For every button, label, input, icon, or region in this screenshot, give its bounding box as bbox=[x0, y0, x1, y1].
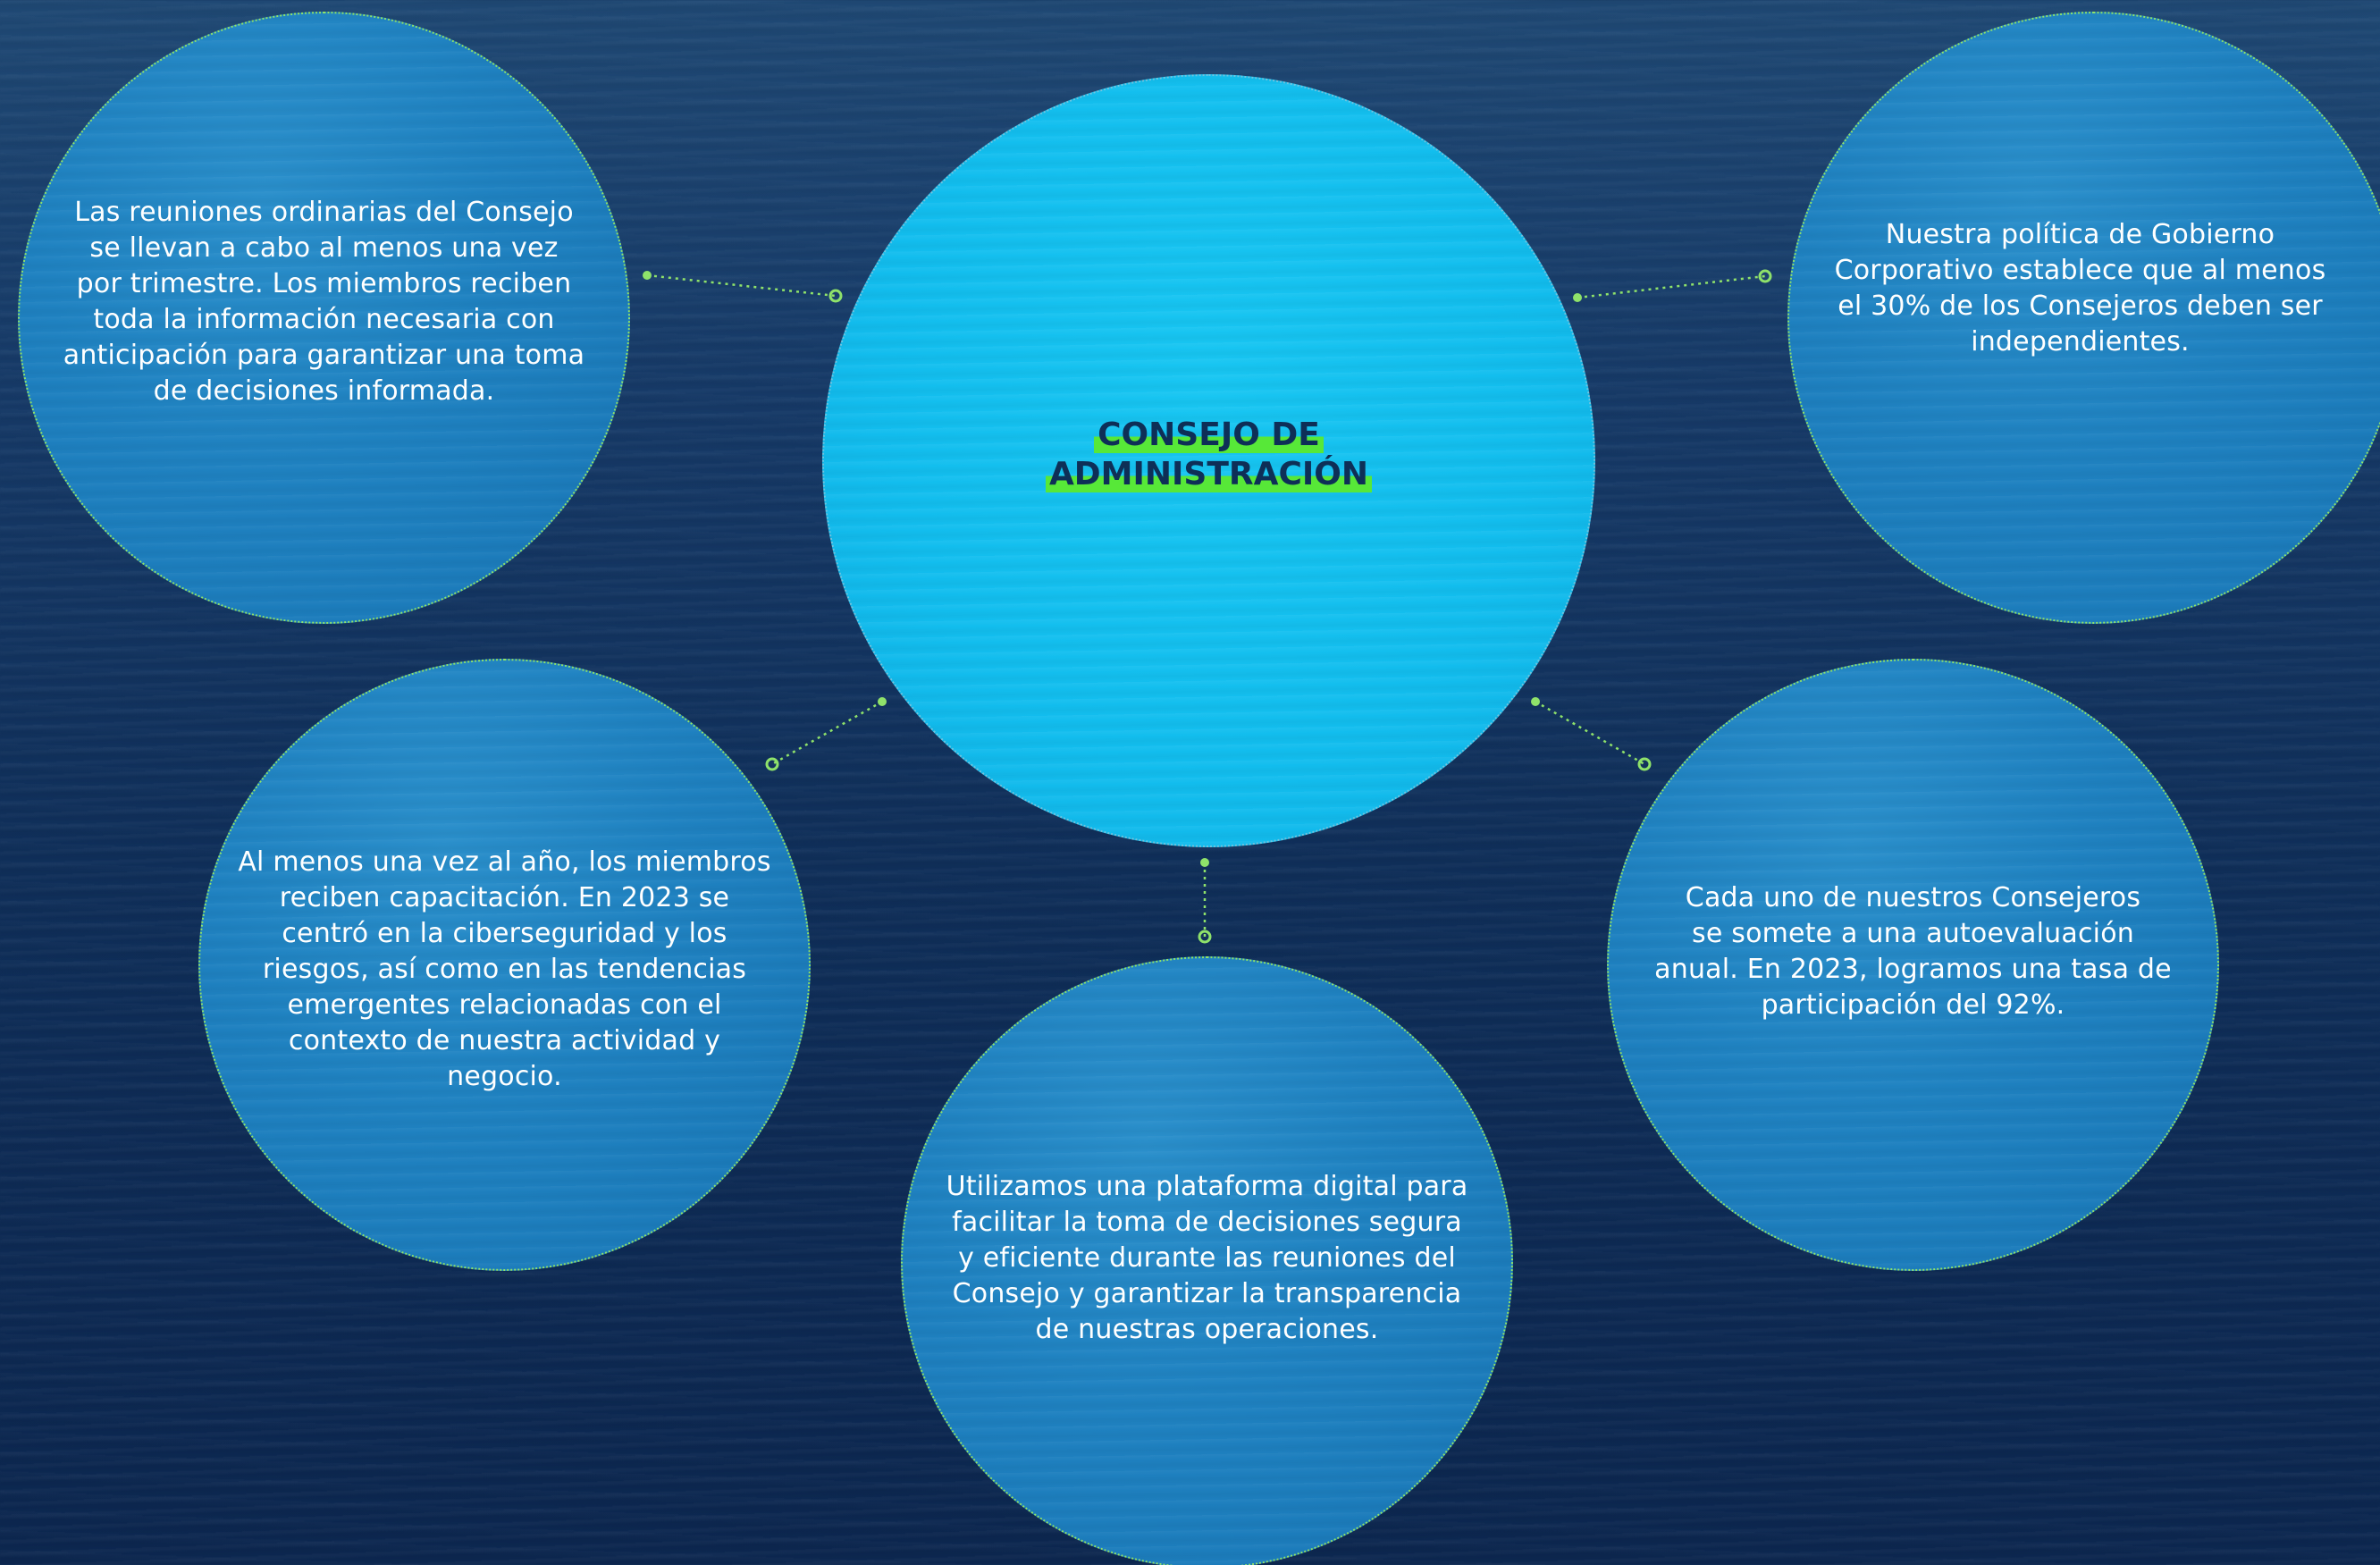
bubble-mid-left-text: Al menos una vez al año, los miembros re… bbox=[238, 845, 770, 1095]
text-line: Al menos una vez al año, los miembros bbox=[238, 846, 771, 878]
bubble-mid-right: Cada uno de nuestros Consejeros se somet… bbox=[1607, 659, 2219, 1271]
text-line: por trimestre. Los miembros reciben bbox=[76, 268, 572, 299]
text-line: de decisiones informada. bbox=[153, 375, 495, 407]
connector-ring-mid-right bbox=[1637, 757, 1652, 771]
center-title: CONSEJO DE ADMINISTRACIÓN bbox=[1045, 416, 1373, 494]
text-line: se somete a una autoevaluación bbox=[1692, 917, 2134, 949]
connector-line-top-left bbox=[646, 273, 837, 298]
connector-line-mid-left bbox=[771, 700, 883, 766]
bubble-top-left-text: Las reuniones ordinarias del Consejo se … bbox=[63, 195, 585, 409]
text-line: Cada uno de nuestros Consejeros bbox=[1685, 881, 2141, 913]
text-line: Corporativo establece que al menos bbox=[1834, 255, 2326, 286]
text-line: contexto de nuestra actividad y bbox=[288, 1024, 721, 1056]
text-line: centró en la ciberseguridad y los bbox=[282, 917, 727, 949]
bubble-bottom: Utilizamos una plataforma digital para f… bbox=[901, 956, 1513, 1565]
connector-ring-top-left bbox=[828, 289, 843, 303]
connector-dot-bottom bbox=[1200, 858, 1209, 867]
connector-ring-bottom bbox=[1198, 930, 1212, 944]
bubble-bottom-text: Utilizamos una plataforma digital para f… bbox=[946, 1169, 1468, 1348]
center-title-line-2: ADMINISTRACIÓN bbox=[1045, 455, 1373, 492]
connector-dot-top-right bbox=[1573, 293, 1582, 302]
bubble-mid-right-text: Cada uno de nuestros Consejeros se somet… bbox=[1654, 880, 2172, 1023]
text-line: anual. En 2023, logramos una tasa de bbox=[1654, 953, 2172, 985]
text-line: toda la información necesaria con bbox=[93, 304, 555, 335]
bubble-top-right: Nuestra política de Gobierno Corporativo… bbox=[1787, 12, 2380, 624]
bubble-top-left: Las reuniones ordinarias del Consejo se … bbox=[18, 12, 630, 624]
text-line: Consejo y garantizar la transparencia bbox=[952, 1277, 1462, 1309]
text-line: emergentes relacionadas con el bbox=[287, 989, 722, 1021]
text-line: reciben capacitación. En 2023 se bbox=[279, 881, 730, 913]
connector-line-top-right bbox=[1577, 274, 1766, 299]
connector-dot-mid-right bbox=[1531, 697, 1540, 706]
text-line: independientes. bbox=[1971, 326, 2190, 358]
text-line: el 30% de los Consejeros deben ser bbox=[1838, 290, 2323, 322]
text-line: Utilizamos una plataforma digital para bbox=[946, 1170, 1468, 1202]
connector-dot-mid-left bbox=[878, 697, 887, 706]
connector-ring-mid-left bbox=[765, 757, 779, 771]
text-line: riesgos, así como en las tendencias bbox=[262, 953, 747, 985]
text-line: y eficiente durante las reuniones del bbox=[958, 1241, 1456, 1274]
center-bubble: CONSEJO DE ADMINISTRACIÓN bbox=[822, 74, 1595, 847]
text-line: anticipación para garantizar una toma bbox=[63, 340, 585, 371]
bubble-mid-left: Al menos una vez al año, los miembros re… bbox=[198, 659, 811, 1271]
connector-ring-top-right bbox=[1758, 269, 1772, 283]
text-line: se llevan a cabo al menos una vez bbox=[89, 232, 559, 264]
text-line: Las reuniones ordinarias del Consejo bbox=[74, 197, 574, 228]
center-title-line-1: CONSEJO DE bbox=[1094, 416, 1324, 453]
connector-line-mid-right bbox=[1535, 700, 1645, 766]
bubble-top-right-text: Nuestra política de Gobierno Corporativo… bbox=[1835, 217, 2326, 360]
text-line: Nuestra política de Gobierno bbox=[1885, 219, 2275, 250]
text-line: facilitar la toma de decisiones segura bbox=[952, 1206, 1462, 1238]
text-line: participación del 92%. bbox=[1761, 989, 2065, 1021]
text-line: de nuestras operaciones. bbox=[1035, 1313, 1379, 1345]
connector-dot-top-left bbox=[643, 271, 652, 280]
text-line: negocio. bbox=[447, 1060, 562, 1092]
